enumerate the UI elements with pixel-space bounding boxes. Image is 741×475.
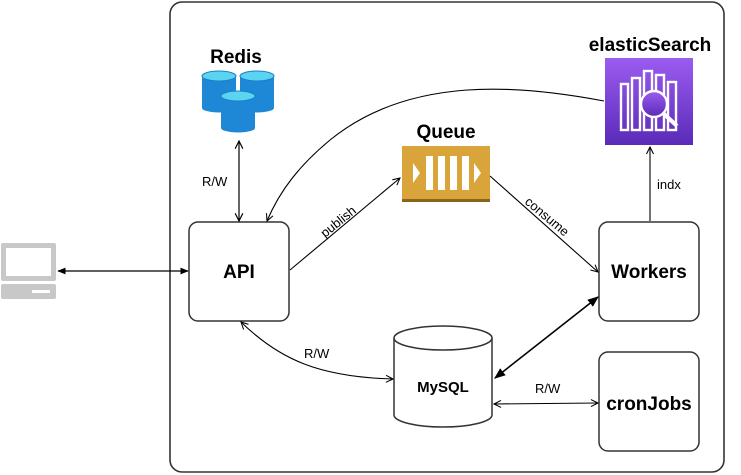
- api-node: [188, 221, 290, 322]
- mysql-label: MySQL: [417, 379, 469, 396]
- cronjobs-node: [598, 351, 700, 452]
- queue-icon: [402, 146, 490, 202]
- edge-api-mysql: [241, 322, 393, 379]
- edge-api-queue: [289, 178, 400, 271]
- edge-api-mysql-label: R/W: [304, 346, 330, 361]
- edge-indx-label: indx: [657, 177, 681, 192]
- edge-api-redis-label: R/W: [202, 174, 228, 189]
- edge-mysql-cronjobs-label: R/W: [535, 381, 561, 396]
- edge-elastic-api: [267, 88, 605, 221]
- edge-workers-mysql: [494, 296, 599, 379]
- redis-label: Redis: [210, 47, 262, 68]
- workers-node: [598, 221, 700, 322]
- cylinder-database-icon: [393, 325, 493, 428]
- edge-mysql-cronjobs: [494, 403, 598, 404]
- database-stack-icon: [201, 70, 275, 133]
- queue-label: Queue: [416, 122, 475, 143]
- api-label: API: [223, 262, 255, 283]
- laptop-icon: [1, 243, 56, 299]
- elasticsearch-label: elasticSearch: [589, 35, 712, 56]
- cronjobs-label: cronJobs: [606, 394, 692, 415]
- edge-queue-workers: [489, 175, 598, 272]
- search-service-icon: [605, 58, 693, 145]
- workers-label: Workers: [611, 262, 687, 283]
